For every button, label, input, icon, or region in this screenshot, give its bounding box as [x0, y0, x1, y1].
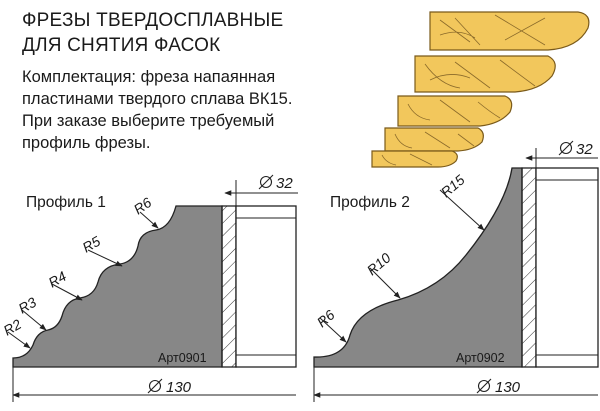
description-line-1: Комплектация: фреза напаянная	[22, 68, 276, 86]
profile-2-bore-value: 32	[576, 141, 593, 158]
profile-1-bore-value: 32	[276, 175, 293, 192]
moulding-samples-illustration	[371, 11, 590, 168]
page-title: ФРЕЗЫ ТВЕРДОСПЛАВНЫЕ ДЛЯ СНЯТИЯ ФАСОК	[22, 8, 283, 58]
profile-1-diameter-value: 130	[166, 379, 192, 396]
profile-2-hatched-section	[521, 167, 537, 368]
moulding-sample-3	[397, 95, 513, 127]
moulding-sample-5	[371, 150, 458, 168]
profile-1-radius-r6: R6	[131, 194, 155, 217]
profile-1-article: Арт0901	[158, 351, 207, 365]
profile-1-label: Профиль 1	[26, 194, 106, 211]
profile-2-radius-r10: R10	[364, 249, 394, 278]
title-line-1: ФРЕЗЫ ТВЕРДОСПЛАВНЫЕ	[22, 10, 284, 31]
profile-2-drawing	[313, 148, 599, 402]
profile-1-radius-r5: R5	[80, 233, 104, 256]
profile-2-article: Арт0902	[456, 351, 505, 365]
moulding-sample-2	[414, 55, 556, 93]
description-line-4: профиль фрезы.	[22, 134, 151, 152]
profile-2-bore-diameter-symbol	[558, 140, 574, 156]
profile-1-bore-diameter-symbol	[258, 174, 274, 190]
description-line-3: При заказе выберите требуемый	[22, 112, 275, 130]
profile-2-label: Профиль 2	[330, 194, 410, 211]
profile-2-diameter-value: 130	[495, 379, 521, 396]
profile-2-bore	[535, 167, 599, 368]
profile-2-cutter-shape	[313, 167, 523, 368]
profile-2-radius-r6: R6	[314, 306, 338, 330]
profile-1-outer-diameter-symbol	[147, 378, 163, 394]
profile-1-radius-r2: R2	[1, 316, 25, 339]
profile-1-hatched-section	[221, 205, 237, 368]
moulding-sample-1	[429, 11, 590, 51]
description-line-2: пластинами твердого сплава ВК15.	[22, 90, 293, 108]
profile-1-bore	[235, 205, 297, 368]
profile-1-radius-r3: R3	[16, 294, 40, 317]
moulding-sample-4	[384, 127, 484, 152]
profile-2-radius-r15: R15	[438, 171, 468, 200]
title-line-2: ДЛЯ СНЯТИЯ ФАСОК	[22, 35, 221, 56]
profile-1-drawing	[7, 180, 298, 402]
profile-2-outer-diameter-symbol	[476, 378, 492, 394]
profile-1-radius-r4: R4	[46, 268, 70, 291]
description: Комплектация: фреза напаянная пластинами…	[22, 66, 292, 154]
profile-1-cutter-shape	[12, 205, 223, 368]
